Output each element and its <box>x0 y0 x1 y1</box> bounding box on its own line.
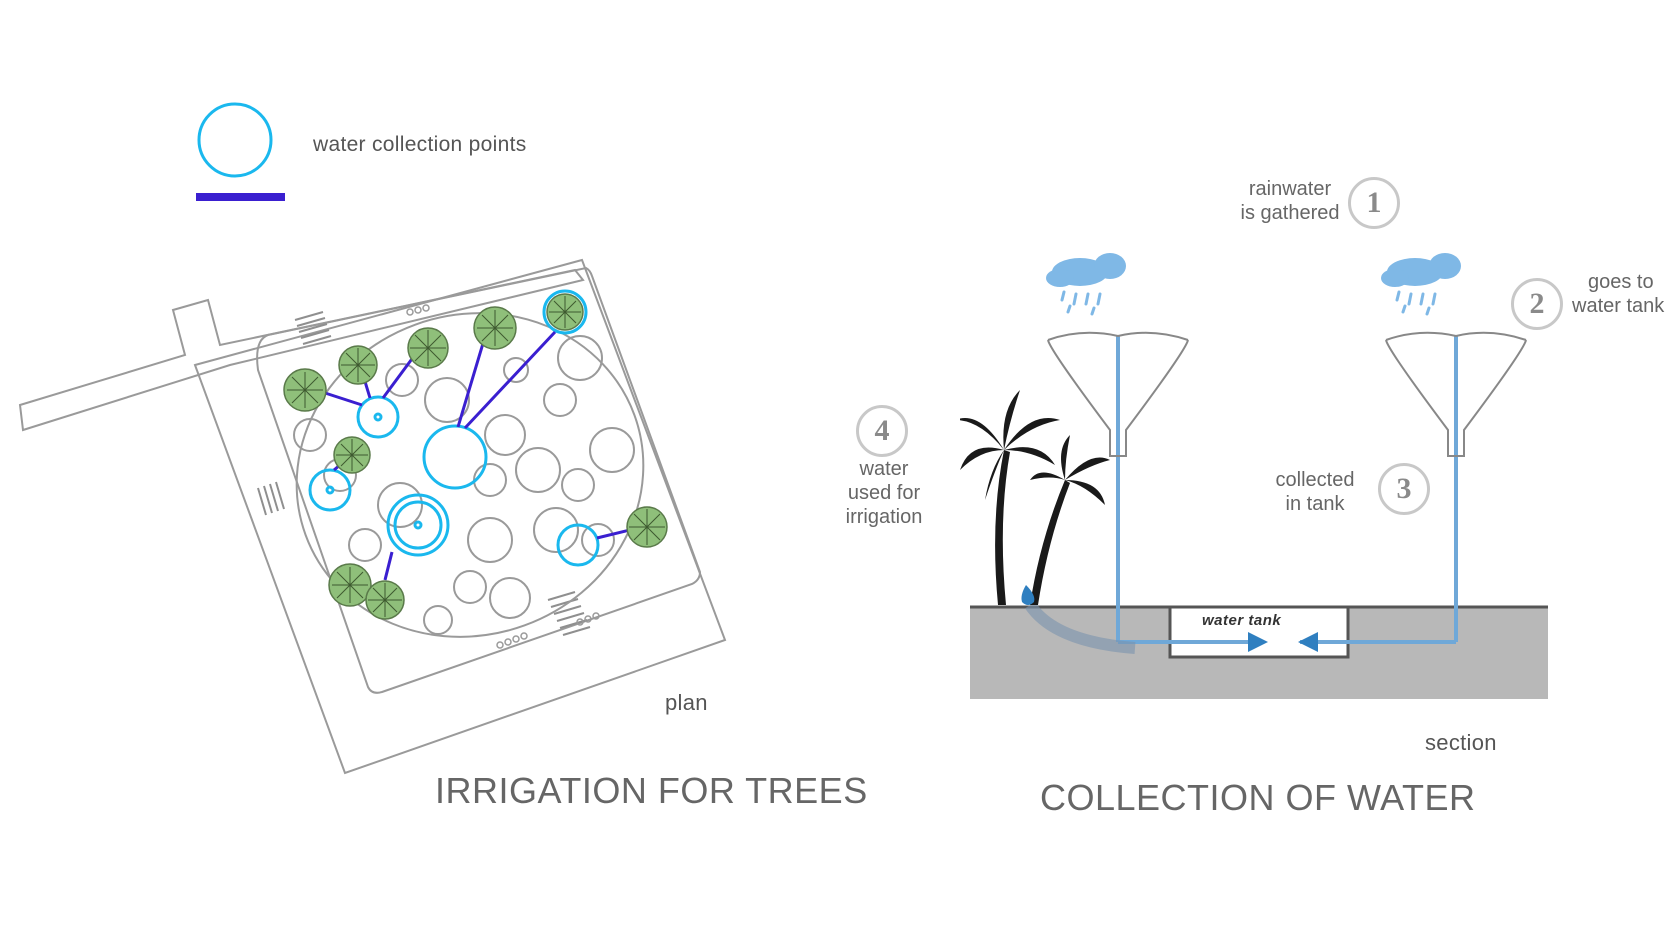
step-2-line-1: goes to <box>1588 271 1654 293</box>
step-3-text: collected in tank <box>1255 468 1375 516</box>
water-tank <box>1168 605 1350 659</box>
collection-points <box>308 289 600 567</box>
bench-dots <box>406 304 600 649</box>
arrow-left-icon <box>1298 632 1318 652</box>
step-4-line-3: irrigation <box>845 506 923 528</box>
plan-drawing <box>18 258 727 775</box>
central-oval <box>295 312 645 638</box>
step-1-line-1: rainwater <box>1248 178 1332 200</box>
palm-trees-icon <box>960 390 1110 605</box>
step-3-line-1: collected <box>1275 469 1355 491</box>
step-2-text: goes to water tank <box>1572 270 1680 318</box>
stairs-left <box>257 481 285 516</box>
water-drop-icon <box>1021 585 1035 605</box>
section-label: section <box>1425 730 1497 755</box>
step-4-badge: 4 <box>856 405 908 457</box>
site-outline <box>193 258 727 775</box>
section-caption: COLLECTION OF WATER <box>1040 777 1476 818</box>
funnel-left <box>1047 331 1189 457</box>
legend-line-icon <box>196 193 285 201</box>
step-2-line-2: water tank <box>1572 295 1665 317</box>
step-1-badge: 1 <box>1348 177 1400 229</box>
plaza-outline <box>256 266 702 694</box>
cloud-right-icon <box>1381 253 1461 316</box>
step-4-text: water used for irrigation <box>828 457 940 529</box>
stairs-bottom <box>547 591 591 636</box>
funnel-right <box>1385 331 1527 457</box>
arrow-right-icon <box>1248 632 1268 652</box>
step-2-badge: 2 <box>1511 278 1563 330</box>
step-4-line-2: used for <box>847 482 921 504</box>
plan-label: plan <box>665 690 708 715</box>
step-3-line-2: in tank <box>1285 493 1345 515</box>
legend-circle-icon <box>197 102 273 178</box>
planter-circles <box>293 335 635 635</box>
legend-symbols <box>196 102 285 201</box>
step-4-line-1: water <box>859 458 909 480</box>
tree-symbols <box>283 293 668 620</box>
stairs-top <box>294 311 332 345</box>
step-3-badge: 3 <box>1378 463 1430 515</box>
legend-label-collection-points: water collection points <box>313 133 527 156</box>
section-drawing <box>960 253 1548 699</box>
cloud-left-icon <box>1046 253 1126 316</box>
irrigation-flow <box>1025 601 1136 654</box>
step-1-line-2: is gathered <box>1240 202 1340 224</box>
step-1-text: rainwater is gathered <box>1220 177 1360 225</box>
plan-caption: IRRIGATION FOR TREES <box>435 770 868 811</box>
tank-label: water tank <box>1202 612 1282 629</box>
